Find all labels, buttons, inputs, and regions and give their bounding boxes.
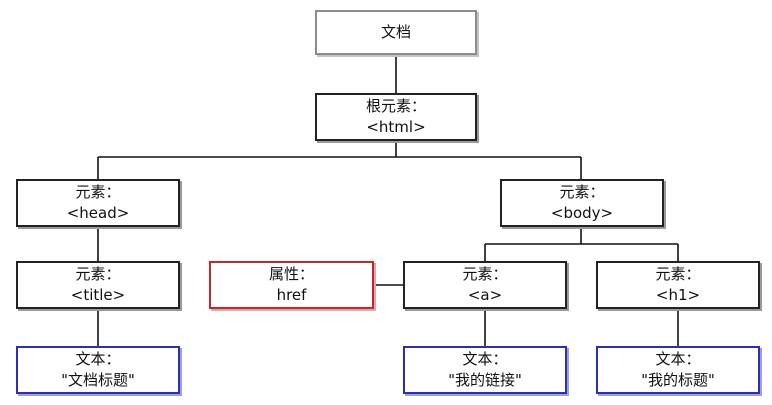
- root-node-tag: <html>: [366, 118, 426, 136]
- head-element-node: 元素： <head>: [16, 179, 180, 227]
- head-node-type: 元素：: [75, 183, 121, 201]
- a-node-type: 元素：: [462, 265, 508, 283]
- h1-text-value: "我的标题": [641, 371, 715, 389]
- href-attribute-node: 属性： href: [209, 261, 374, 309]
- h1-element-node: 元素： <h1>: [596, 261, 760, 309]
- h1-text-type: 文本：: [655, 350, 701, 368]
- a-element-node: 元素： <a>: [403, 261, 567, 309]
- body-node-tag: <body>: [550, 204, 614, 222]
- title-element-node: 元素： <title>: [16, 261, 180, 309]
- title-text-node: 文本： "文档标题": [16, 346, 180, 394]
- title-text-type: 文本：: [75, 350, 121, 368]
- document-node-label: 文档: [380, 23, 411, 41]
- a-node-tag: <a>: [467, 286, 503, 304]
- body-element-node: 元素： <body>: [500, 179, 664, 227]
- a-text-type: 文本：: [462, 350, 508, 368]
- title-node-tag: <title>: [70, 286, 126, 304]
- root-node-type: 根元素：: [365, 97, 426, 115]
- attr-node-type: 属性：: [268, 265, 314, 283]
- a-text-value: "我的链接": [448, 371, 522, 389]
- head-node-tag: <head>: [66, 204, 130, 222]
- a-text-node: 文本： "我的链接": [403, 346, 567, 394]
- title-text-value: "文档标题": [61, 371, 135, 389]
- h1-text-node: 文本： "我的标题": [596, 346, 760, 394]
- document-node: 文档: [315, 10, 477, 55]
- h1-node-type: 元素：: [655, 265, 701, 283]
- body-node-type: 元素：: [559, 183, 605, 201]
- root-element-node: 根元素： <html>: [315, 93, 477, 141]
- h1-node-tag: <h1>: [655, 286, 701, 304]
- attr-node-name: href: [276, 286, 307, 304]
- title-node-type: 元素：: [75, 265, 121, 283]
